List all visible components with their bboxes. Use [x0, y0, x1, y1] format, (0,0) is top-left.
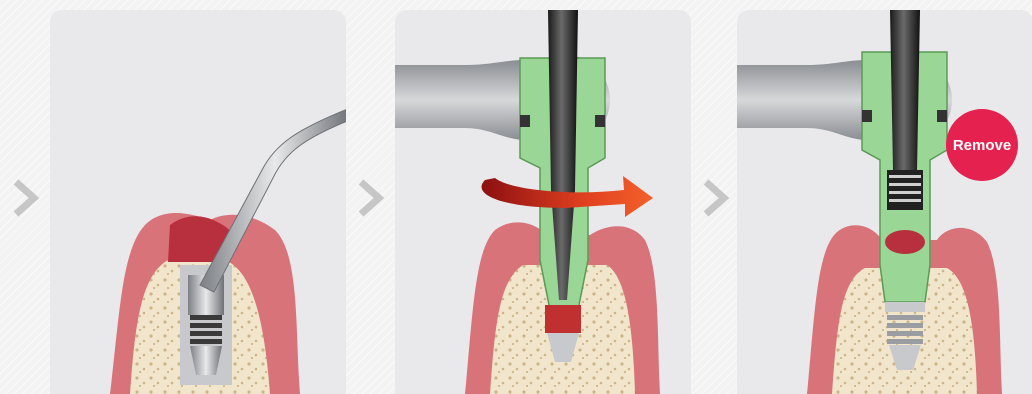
chevron-right-icon: [355, 178, 385, 218]
chevron-right-icon: [700, 178, 730, 218]
rotate-arrow-illustration: [395, 10, 691, 394]
chevron-right-icon: [10, 178, 40, 218]
step-panel-2: [395, 10, 691, 394]
remove-illustration: [737, 10, 1032, 394]
remove-badge: Remove: [946, 109, 1018, 181]
step-panel-3: Remove: [737, 10, 1032, 394]
step-panel-1: [50, 10, 346, 394]
curved-probe-illustration: [50, 10, 346, 394]
